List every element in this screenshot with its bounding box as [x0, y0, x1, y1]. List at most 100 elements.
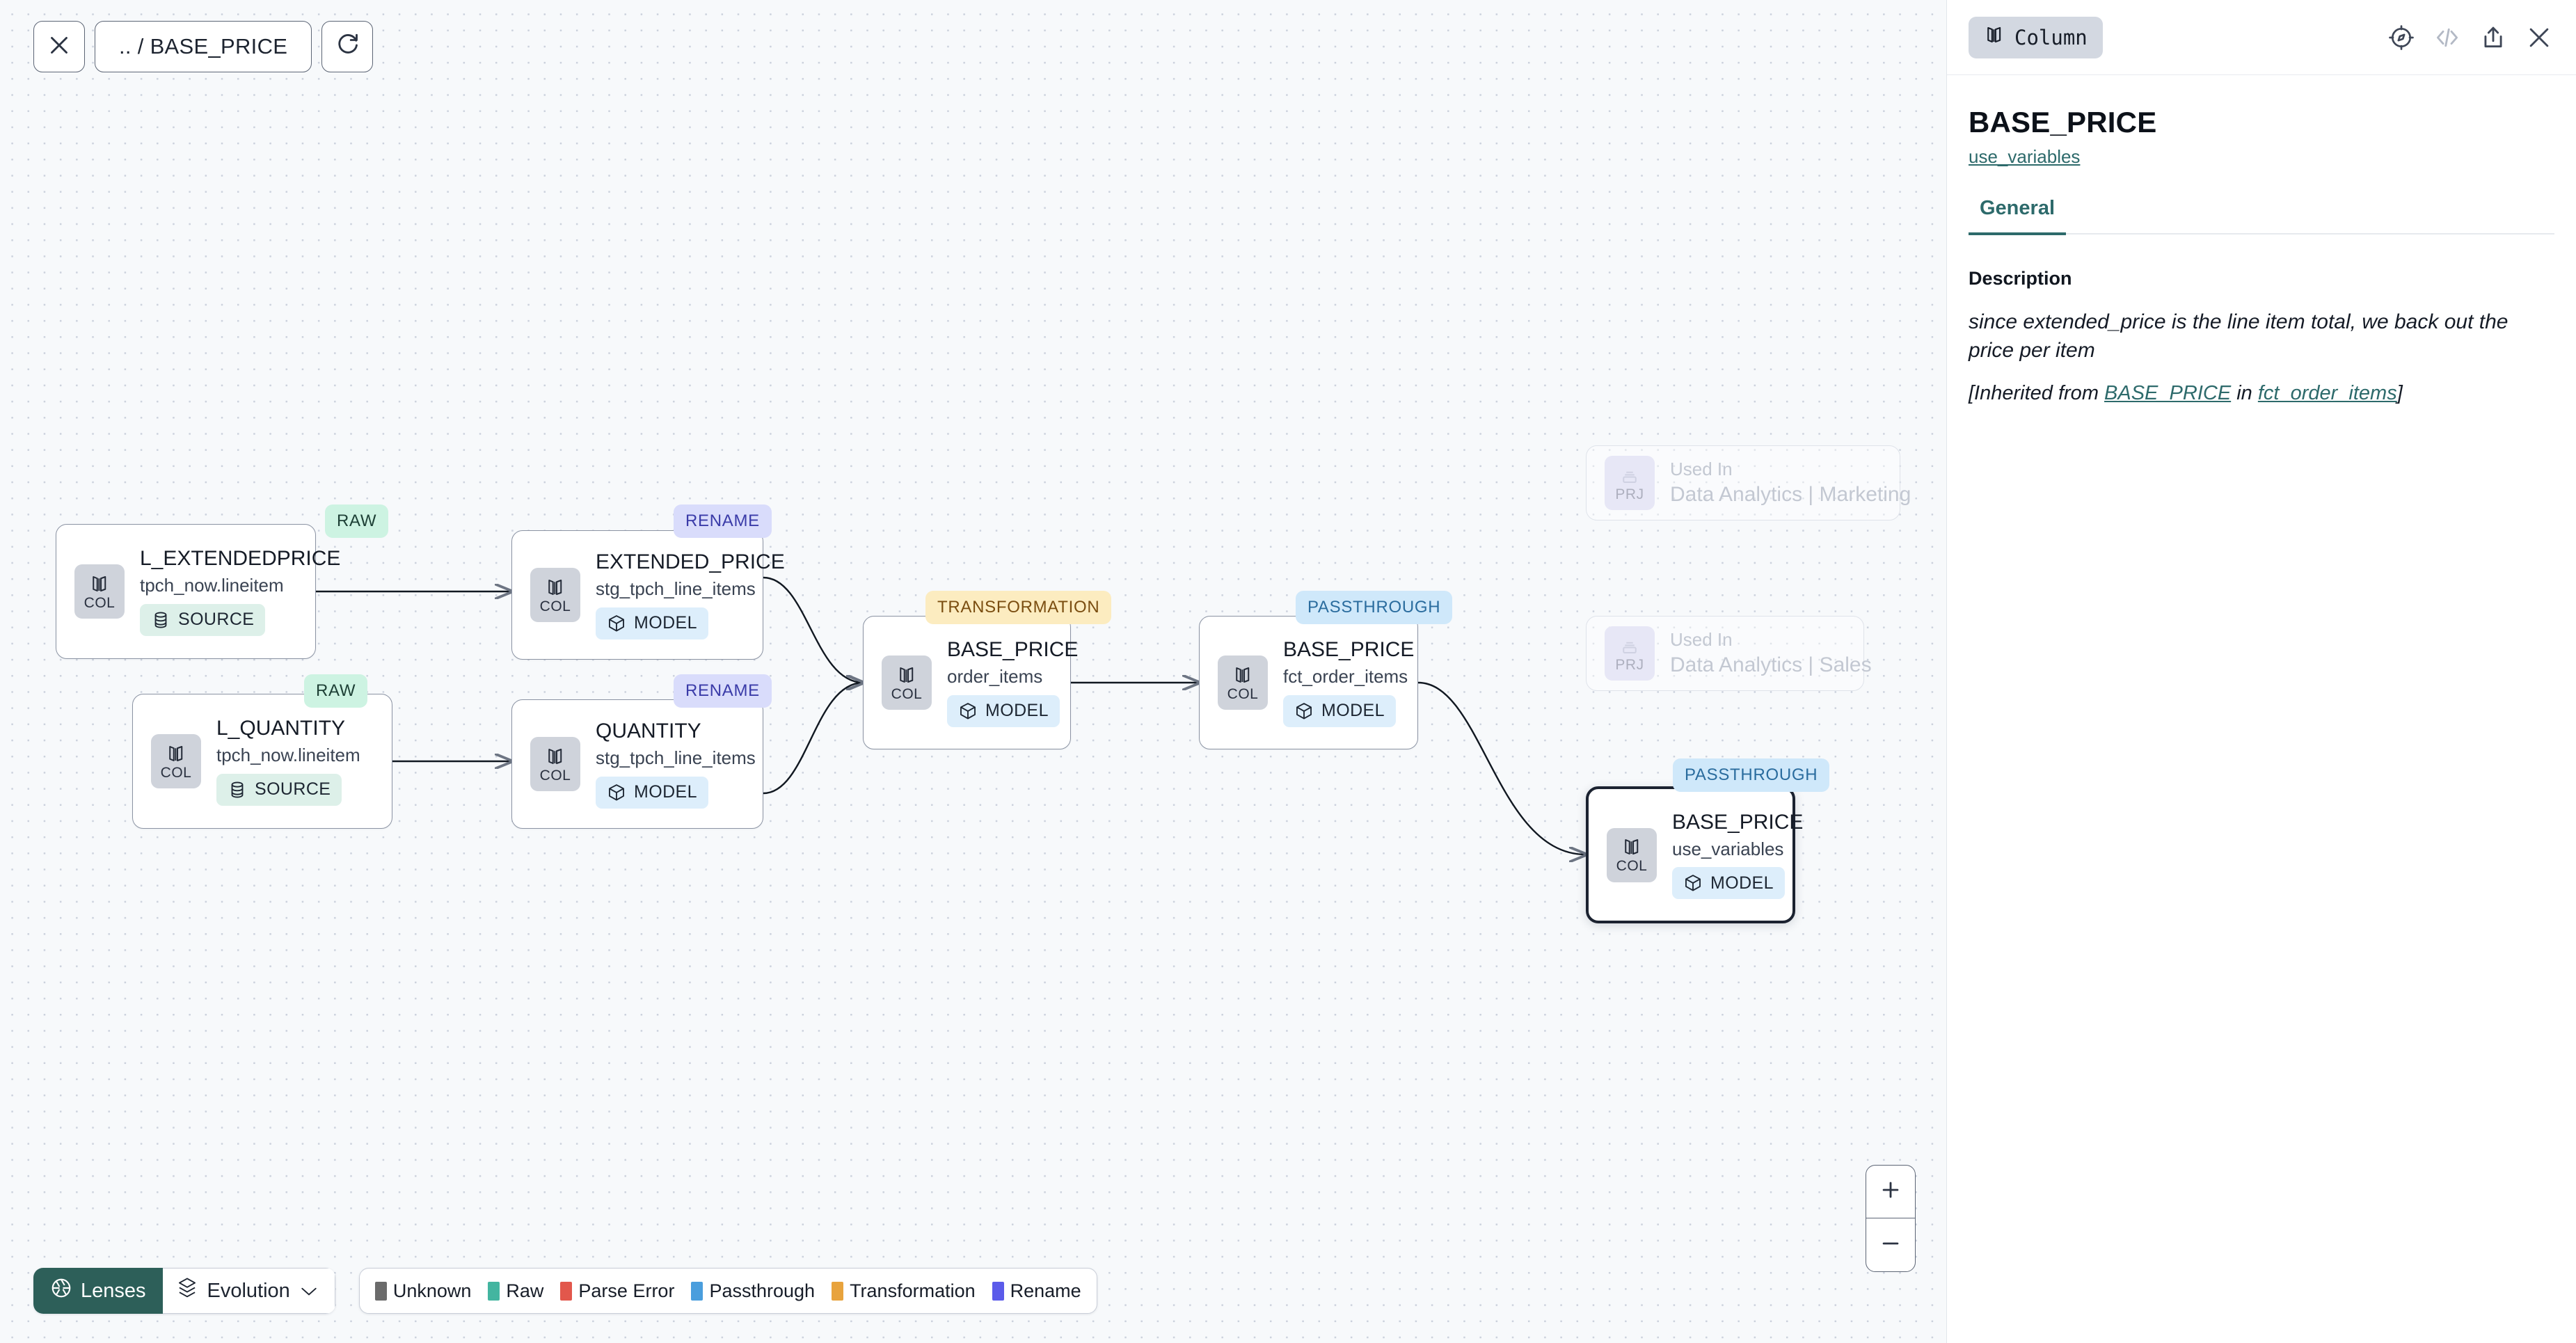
close-icon: [47, 33, 72, 61]
column-badge: COL: [74, 564, 125, 619]
materialization-pill: MODEL: [1283, 694, 1396, 727]
node-title: BASE_PRICE: [1672, 810, 1804, 834]
canvas-toolbar: .. / BASE_PRICE: [33, 21, 374, 72]
used-in-value: Data Analytics | Sales: [1670, 653, 1872, 677]
kind-label: COL: [84, 594, 116, 611]
column-icon: [164, 743, 188, 764]
column-badge: COL: [882, 655, 932, 710]
zoom-out-button[interactable]: [1866, 1218, 1915, 1271]
cube-icon: [1294, 701, 1314, 721]
column-icon: [543, 577, 567, 598]
legend-item[interactable]: Rename: [992, 1280, 1081, 1302]
parent-model-link-wrap: use_variables: [1947, 139, 2576, 168]
used-in-label: Used In: [1670, 628, 1733, 650]
node-title: QUANTITY: [596, 720, 701, 743]
cube-icon: [958, 701, 978, 721]
code-icon[interactable]: [2434, 24, 2460, 51]
legend-item[interactable]: Transformation: [832, 1280, 976, 1302]
cube-icon: [607, 614, 626, 633]
description-section: Description since extended_price is the …: [1947, 235, 2576, 405]
column-icon: [88, 573, 111, 594]
zoom-controls: [1866, 1165, 1916, 1272]
legend-item[interactable]: Passthrough: [691, 1280, 815, 1302]
legend-swatch: [832, 1281, 844, 1301]
share-icon[interactable]: [2480, 24, 2506, 51]
legend-item[interactable]: Raw: [488, 1280, 543, 1302]
panel-tabs: General: [1969, 197, 2554, 235]
node-title: BASE_PRICE: [1283, 638, 1415, 662]
minus-icon: [1879, 1232, 1902, 1259]
cube-icon: [1683, 873, 1703, 893]
used-in-card[interactable]: PRJ Used In Data Analytics | Sales: [1586, 616, 1872, 691]
zoom-in-button[interactable]: [1866, 1166, 1915, 1218]
compass-icon[interactable]: [2388, 24, 2415, 51]
used-in-label: Used In: [1670, 458, 1733, 479]
materialization-label: SOURCE: [178, 610, 255, 630]
database-icon: [228, 780, 247, 800]
column-badge: COL: [1607, 827, 1657, 882]
project-icon: [1618, 465, 1641, 486]
legend-swatch: [560, 1281, 573, 1301]
breadcrumb-button[interactable]: .. / BASE_PRICE: [95, 21, 312, 72]
description-text: since extended_price is the line item to…: [1969, 310, 2509, 363]
inherited-model-link[interactable]: fct_order_items: [2257, 381, 2397, 404]
inherited-prefix: [Inherited from: [1969, 381, 2105, 404]
close-graph-button[interactable]: [33, 21, 85, 72]
refresh-button[interactable]: [321, 21, 374, 72]
materialization-pill: MODEL: [596, 776, 708, 809]
node-subtitle: order_items: [947, 666, 1043, 688]
status-tag: PASSTHROUGH: [1296, 591, 1453, 624]
legend-label: Transformation: [850, 1280, 976, 1301]
lenses-button[interactable]: Lenses: [33, 1268, 163, 1314]
parent-model-link[interactable]: use_variables: [1969, 146, 2081, 167]
description-heading: Description: [1969, 268, 2072, 289]
kind-label: COL: [1227, 685, 1259, 702]
column-icon: [1620, 836, 1644, 857]
materialization-label: MODEL: [985, 701, 1049, 721]
legend-item[interactable]: Unknown: [374, 1280, 471, 1302]
kind-label: COL: [160, 764, 192, 781]
kind-label: COL: [1616, 858, 1648, 874]
legend-item[interactable]: Parse Error: [560, 1280, 674, 1302]
page-title: BASE_PRICE: [1969, 106, 2157, 138]
column-badge: COL: [530, 737, 580, 791]
column-icon: [543, 746, 567, 767]
materialization-pill: SOURCE: [216, 773, 342, 806]
legend-label: Passthrough: [709, 1280, 816, 1301]
node-subtitle: stg_tpch_line_items: [596, 578, 756, 600]
inherited-suffix: ]: [2396, 381, 2403, 404]
status-legend: Unknown Raw Parse Error Passthrough Transfor…: [358, 1268, 1097, 1314]
node-subtitle: tpch_now.lineitem: [216, 745, 360, 766]
node-subtitle: fct_order_items: [1283, 666, 1408, 688]
node-title: BASE_PRICE: [947, 638, 1079, 662]
node-subtitle: use_variables: [1672, 838, 1784, 859]
project-badge: PRJ: [1605, 456, 1655, 510]
materialization-label: SOURCE: [255, 779, 331, 800]
kind-label: PRJ: [1615, 486, 1644, 502]
close-panel-icon[interactable]: [2526, 24, 2552, 51]
status-tag: RENAME: [674, 504, 772, 538]
status-tag: RAW: [304, 674, 368, 708]
tab-general[interactable]: General: [1969, 197, 2066, 235]
kind-label: COL: [539, 767, 571, 784]
inherited-column-link[interactable]: BASE_PRICE: [2104, 381, 2232, 404]
kind-label: COL: [539, 598, 571, 614]
evolution-dropdown[interactable]: Evolution: [162, 1268, 335, 1314]
materialization-label: MODEL: [1710, 873, 1774, 893]
kind-label: PRJ: [1615, 656, 1644, 673]
details-panel: Column: [1946, 0, 2576, 1343]
